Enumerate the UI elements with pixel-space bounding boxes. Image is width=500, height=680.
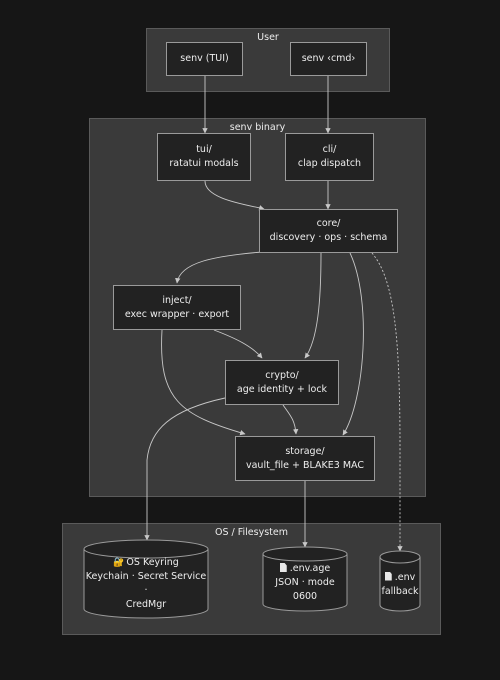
store-env-age-title-row: .env.age [279, 562, 331, 576]
node-tui-line2: ratatui modals [169, 158, 239, 169]
node-senv-tui-label: senv (TUI) [180, 53, 229, 64]
node-core-line2: discovery · ops · schema [269, 232, 388, 243]
node-senv-tui: senv (TUI) [166, 42, 243, 76]
file-icon [384, 571, 392, 581]
edge-core-to-env [371, 252, 403, 552]
store-env-title-row: .env [384, 571, 416, 585]
store-env: .env fallback [379, 550, 421, 612]
edge-crypto-to-keyring [144, 397, 226, 541]
edge-inject-to-storage [161, 329, 246, 436]
node-inject-line2: exec wrapper · export [124, 308, 230, 320]
store-os-keyring-line3: CredMgr [125, 599, 167, 610]
store-os-keyring-title-row: 🔐OS Keyring [113, 556, 179, 570]
node-storage: storage/ vault_file + BLAKE3 MAC [235, 436, 375, 481]
lock-key-icon: 🔐 [113, 558, 125, 568]
node-crypto: crypto/ age identity + lock [225, 360, 339, 405]
cluster-user-title: User [257, 32, 279, 43]
edge-tui-to-core [204, 180, 265, 211]
store-os-keyring-line1: OS Keyring [126, 557, 179, 568]
edge-core-to-inject [175, 251, 263, 284]
node-senv-cmd: senv ‹cmd› [290, 42, 367, 76]
store-env-line1: .env [394, 571, 416, 583]
node-inject: inject/ exec wrapper · export [113, 285, 241, 330]
store-env-line2: fallback [381, 585, 419, 597]
node-senv-cmd-label: senv ‹cmd› [301, 53, 356, 64]
cluster-os-filesystem-title: OS / Filesystem [215, 527, 288, 538]
node-storage-line1: storage/ [285, 445, 325, 457]
store-env-age: .env.age JSON · mode 0600 [262, 546, 348, 612]
store-os-keyring-line2: Keychain · Secret Service · [85, 571, 207, 596]
node-crypto-line2: age identity + lock [236, 383, 328, 395]
edge-crypto-to-storage [282, 404, 299, 435]
node-tui: tui/ ratatui modals [157, 133, 251, 181]
edge-inject-to-crypto [213, 329, 263, 359]
node-tui-line1: tui/ [196, 144, 212, 155]
node-cli: cli/ clap dispatch [285, 133, 374, 181]
node-crypto-line1: crypto/ [265, 369, 299, 381]
edge-core-to-storage [342, 252, 364, 436]
node-cli-line1: cli/ [322, 144, 337, 155]
cluster-senv-binary-title: senv binary [229, 122, 286, 133]
file-icon [279, 563, 287, 572]
node-storage-line2: vault_file + BLAKE3 MAC [245, 459, 365, 471]
node-cli-line2: clap dispatch [297, 158, 362, 169]
edge-core-to-crypto [304, 252, 322, 359]
node-inject-line1: inject/ [162, 294, 192, 306]
store-env-age-line2: JSON · mode 0600 [275, 577, 335, 602]
store-os-keyring: 🔐OS Keyring Keychain · Secret Service · … [83, 539, 209, 619]
store-env-age-line1: .env.age [289, 563, 331, 574]
node-core: core/ discovery · ops · schema [259, 209, 398, 253]
node-core-line1: core/ [316, 218, 341, 229]
